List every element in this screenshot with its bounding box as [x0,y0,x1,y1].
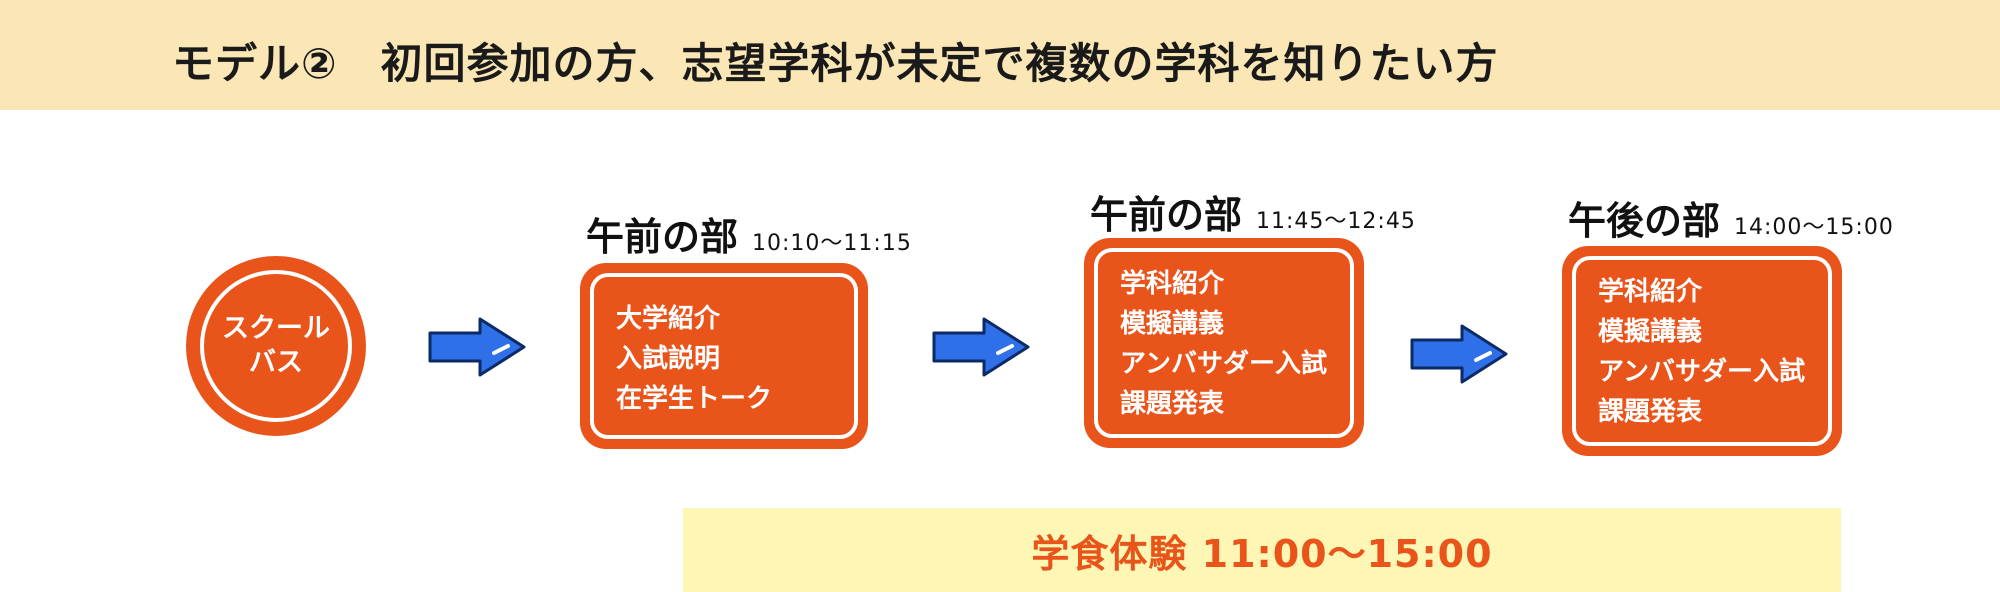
session-3-item: 模擬講義 [1598,317,1703,347]
session-1-item: 在学生トーク [616,384,773,414]
session-1-name: 午前の部 [586,215,739,259]
start-label-line2: バス [249,347,303,378]
session-3-item: アンバサダー入試 [1598,357,1805,387]
session-2-item: 模擬講義 [1120,309,1225,339]
session-3-item: 学科紹介 [1598,277,1703,307]
session-2-box: 学科紹介 模擬講義 アンバサダー入試 課題発表 [1084,238,1364,448]
session-1-time: 10:10～11:15 [752,231,912,256]
session-2-inner: 学科紹介 模擬講義 アンバサダー入試 課題発表 [1094,248,1354,438]
session-1-item: 大学紹介 [616,304,721,334]
session-3-name: 午後の部 [1568,199,1721,243]
session-1-box: 大学紹介 入試説明 在学生トーク [580,263,868,449]
cafeteria-label: 学食体験 11:00～15:00 [1031,531,1493,576]
arrow-right-icon [428,317,526,377]
session-3-item: 課題発表 [1598,397,1703,427]
session-2-item: 課題発表 [1120,389,1225,419]
session-3-time: 14:00～15:00 [1734,215,1894,240]
session-2-time: 11:45～12:45 [1256,209,1416,234]
header-banner: モデル② 初回参加の方、志望学科が未定で複数の学科を知りたい方 [0,0,2000,110]
cafeteria-bar: 学食体験 11:00～15:00 [683,508,1841,592]
start-node-inner: スクール バス [200,270,352,422]
session-3-inner: 学科紹介 模擬講義 アンバサダー入試 課題発表 [1572,256,1832,446]
arrow-right-icon [1410,324,1508,384]
arrow-right-icon [932,317,1030,377]
session-1-item: 入試説明 [616,344,721,374]
session-2-heading: 午前の部 11:45～12:45 [1090,184,1416,239]
start-node-school-bus: スクール バス [186,256,366,436]
session-3-heading: 午後の部 14:00～15:00 [1568,190,1894,245]
session-2-item: アンバサダー入試 [1120,349,1327,379]
page-title: モデル② 初回参加の方、志望学科が未定で複数の学科を知りたい方 [172,39,1499,88]
session-1-heading: 午前の部 10:10～11:15 [586,206,912,261]
start-label-line1: スクール [222,313,330,345]
session-2-name: 午前の部 [1090,193,1243,237]
session-3-box: 学科紹介 模擬講義 アンバサダー入試 課題発表 [1562,246,1842,456]
session-2-item: 学科紹介 [1120,269,1225,299]
session-1-inner: 大学紹介 入試説明 在学生トーク [590,273,858,439]
